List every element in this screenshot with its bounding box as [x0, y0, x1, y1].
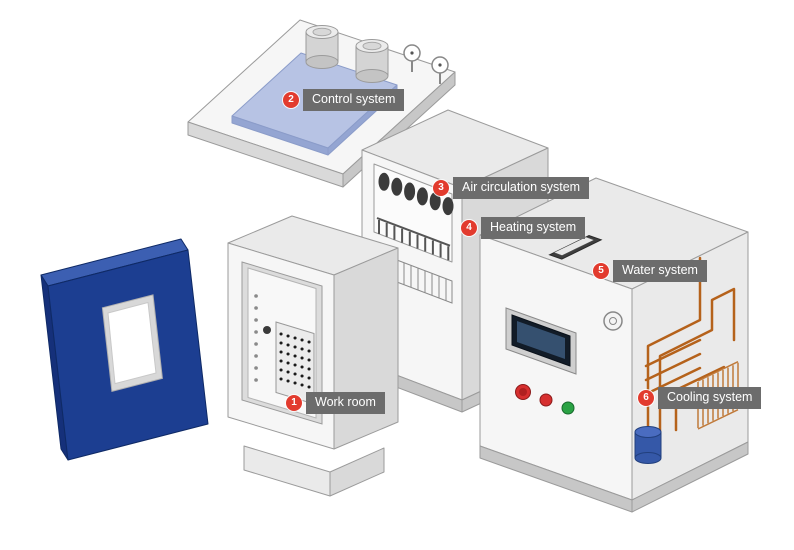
- pressure-gauge: [403, 44, 421, 72]
- power-buttons: [515, 384, 575, 415]
- callout-water-system: 5 Water system: [593, 260, 707, 282]
- callout-work-room: 1 Work room: [286, 392, 385, 414]
- fan-row: [378, 172, 454, 216]
- motor-cylinder: [355, 39, 389, 83]
- motor-cylinder: [305, 25, 339, 69]
- number-badge: 6: [638, 389, 654, 406]
- heater-fins: [376, 217, 451, 261]
- callout-cooling-system: 6 Cooling system: [638, 387, 762, 409]
- callout-label: Water system: [613, 260, 707, 282]
- callout-air-circulation-system: 3 Air circulation system: [433, 177, 590, 199]
- callout-control-system: 2 Control system: [283, 89, 405, 111]
- control-screen: [505, 307, 577, 375]
- callout-label: Cooling system: [658, 387, 762, 409]
- number-badge: 2: [283, 91, 299, 108]
- cabinet-dial: [603, 311, 623, 331]
- callout-label: Air circulation system: [453, 177, 590, 199]
- number-badge: 5: [593, 262, 609, 279]
- chamber-stand: [243, 445, 385, 497]
- rail-holes: [254, 294, 271, 382]
- number-badge: 4: [461, 219, 477, 236]
- pressure-gauge: [431, 56, 449, 84]
- callout-heating-system: 4 Heating system: [461, 217, 586, 239]
- compressor: [634, 426, 662, 464]
- water-tank-slot: [548, 234, 603, 260]
- port-knob: [263, 326, 271, 334]
- number-badge: 1: [286, 394, 302, 411]
- callout-label: Work room: [306, 392, 385, 414]
- work-room-chamber: [227, 215, 399, 497]
- door-panel: [40, 238, 209, 461]
- number-badge: 3: [433, 179, 449, 196]
- callout-label: Control system: [303, 89, 405, 111]
- callout-label: Heating system: [481, 217, 586, 239]
- door-window: [101, 294, 163, 393]
